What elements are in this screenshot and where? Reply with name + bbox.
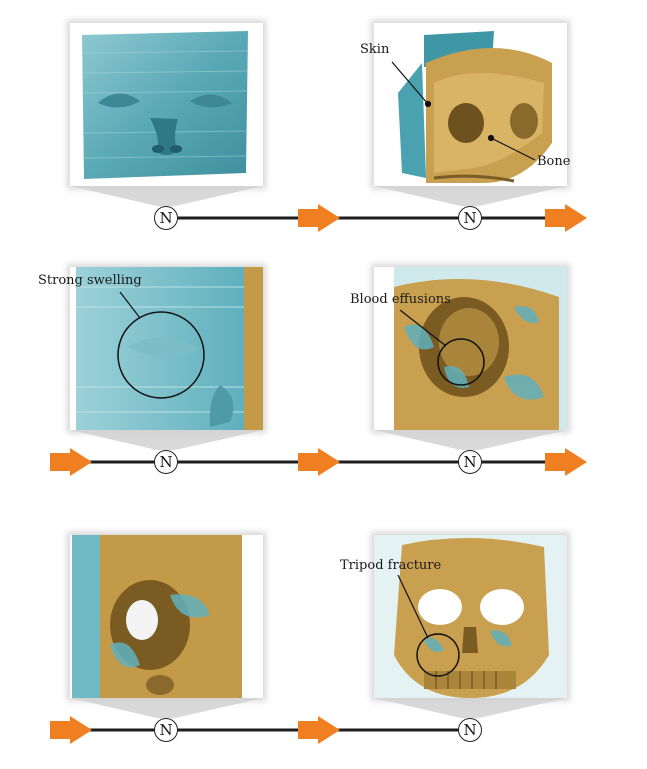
label-skin: Skin [360,42,390,57]
fracture-circle [416,633,460,677]
timeline-node: N [458,718,482,742]
orbit-closeup-image [70,535,263,698]
timeline-node: N [154,450,178,474]
panel-face-skin [70,23,263,186]
panel-tripod-fracture [374,535,567,698]
timeline-node: N [458,450,482,474]
skin-bone-image [398,31,552,183]
orange-arrow [298,716,340,744]
orange-arrow [298,448,340,476]
face-skin-image [81,31,249,179]
label-bone: Bone [537,154,571,169]
orange-arrow [50,448,92,476]
tripod-fracture-image [374,535,567,698]
blood-effusions-image [374,267,567,430]
orange-arrow [298,204,340,232]
panel-skin-bone [374,23,567,186]
timeline-node: N [154,206,178,230]
blood-effusion-circle [437,338,485,386]
panel-swelling [70,267,263,430]
timeline-node: N [458,206,482,230]
swelling-image [70,267,263,430]
label-strong-swelling: Strong swelling [38,273,142,288]
orange-arrow [545,448,587,476]
orange-arrow [545,204,587,232]
label-blood-effusions: Blood effusions [350,292,451,307]
label-tripod-fracture: Tripod fracture [340,558,442,573]
orange-arrow [50,716,92,744]
panel-orbit-closeup [70,535,263,698]
swelling-circle [117,311,205,399]
panel-blood-effusions [374,267,567,430]
timeline-node: N [154,718,178,742]
